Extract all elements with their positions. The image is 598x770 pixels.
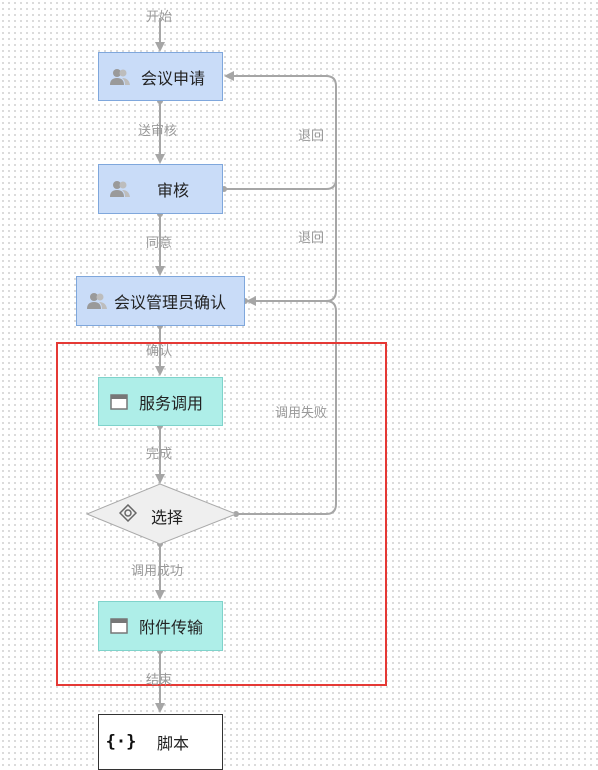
braces-icon: {·} xyxy=(105,732,137,752)
users-icon xyxy=(109,178,131,200)
edge-call-failed xyxy=(236,296,337,515)
node-label: 附件传输 xyxy=(139,618,204,637)
node-service-call[interactable]: 服务调用 xyxy=(98,377,223,426)
users-icon xyxy=(86,290,108,312)
node-label: 服务调用 xyxy=(139,393,204,413)
edge-return-2 xyxy=(245,86,337,302)
node-label: 会议管理员确认 xyxy=(114,293,227,312)
edge-label-end: 结束 xyxy=(146,673,173,688)
node-label: 会议申请 xyxy=(141,68,206,88)
node-admin-confirm[interactable]: 会议管理员确认 xyxy=(76,276,245,326)
node-label: 审核 xyxy=(157,181,190,200)
window-icon xyxy=(109,617,129,635)
highlight-box xyxy=(56,342,387,686)
node-meeting-apply[interactable]: 会议申请 xyxy=(98,52,223,101)
choose-diamond xyxy=(85,483,238,545)
edge-label-return-2: 退回 xyxy=(298,231,325,246)
edge-label-agree: 同意 xyxy=(146,236,173,251)
node-attach-transfer[interactable]: 附件传输 xyxy=(98,601,223,651)
edge-label-confirm: 确认 xyxy=(146,344,173,359)
window-icon xyxy=(109,393,129,411)
users-icon xyxy=(109,66,131,88)
node-label: 脚本 xyxy=(157,734,190,753)
node-script[interactable]: {·} 脚本 xyxy=(98,714,223,770)
gateway-icon xyxy=(118,503,139,524)
node-choose[interactable]: 选择 xyxy=(87,484,236,544)
node-label: 选择 xyxy=(151,508,184,527)
node-review[interactable]: 审核 xyxy=(98,164,223,214)
edge-label-return-1: 退回 xyxy=(298,129,325,144)
edge-label-call-success: 调用成功 xyxy=(131,564,184,579)
start-label: 开始 xyxy=(146,10,173,25)
edge-label-send-review: 送审核 xyxy=(138,124,178,139)
edge-label-call-failed: 调用失败 xyxy=(275,406,328,421)
edge-label-done: 完成 xyxy=(146,447,173,462)
